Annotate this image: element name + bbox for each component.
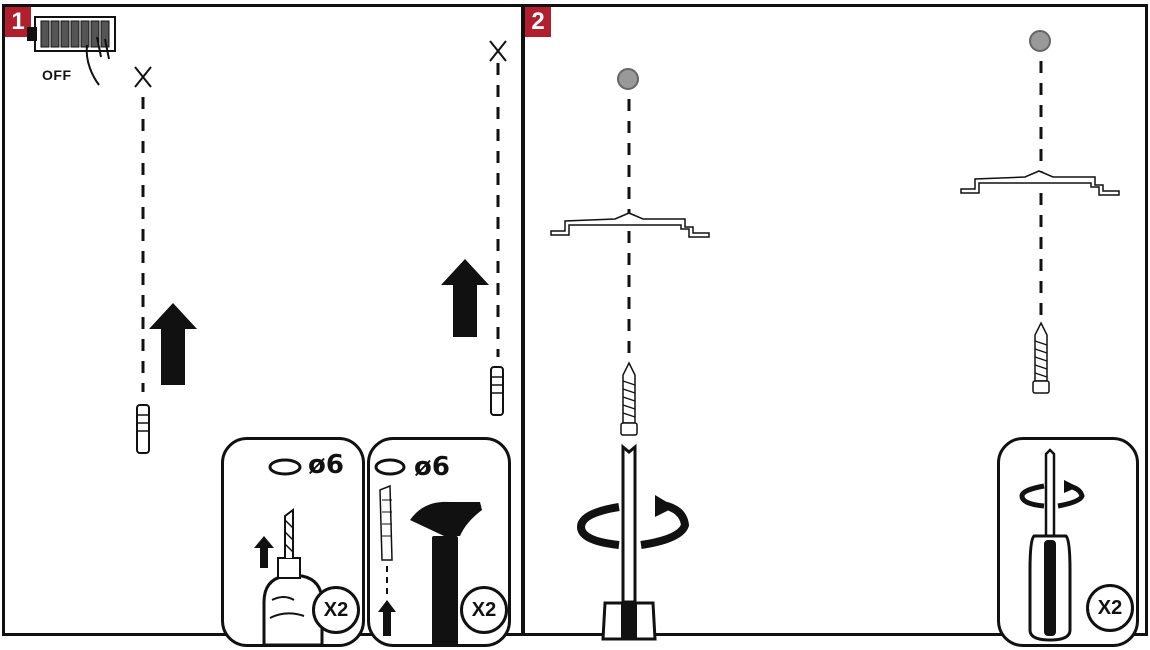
screwdriver-small-icon [1044, 448, 1056, 538]
screwdriver-large-icon [601, 443, 657, 641]
drill-tool-box: ø6 X2 [221, 437, 365, 647]
drill-point-mark-right [489, 40, 507, 62]
circuit-breaker-icon [27, 16, 116, 86]
screw-right-icon [1032, 321, 1050, 394]
hole-diameter-icon [268, 458, 302, 476]
wall-plug-icon [379, 484, 393, 561]
drill-quantity-badge: X2 [312, 586, 360, 634]
drill-illustration [254, 458, 324, 647]
step-2-illustration [550, 30, 1120, 641]
wall-plug-left-icon [136, 404, 150, 454]
step-2-panel: 2 [522, 4, 1148, 647]
screwdriver-illustration [1019, 448, 1085, 642]
screwdriver-tool-box: X2 [997, 437, 1139, 647]
step-1-illustration [27, 16, 507, 454]
rotate-arrow-small-icon [1019, 480, 1085, 509]
up-arrow-plug-icon [378, 600, 396, 636]
plug-diameter-icon [374, 458, 406, 476]
up-arrow-left-icon [149, 303, 197, 385]
drill-point-mark-left [134, 66, 152, 88]
plug-quantity-badge: X2 [460, 586, 508, 634]
screw-left-icon [620, 361, 638, 436]
mounting-bracket-left-icon [550, 212, 710, 238]
plug-diameter-label: ø6 [414, 452, 450, 482]
step-2-number-badge: 2 [525, 7, 551, 37]
wall-plug-head-right-icon [1029, 30, 1051, 52]
plug-hammer-tool-box: ø6 X2 [367, 437, 511, 647]
wall-plug-head-left-icon [617, 68, 639, 90]
step-1-panel: 1 [2, 4, 524, 647]
drill-diameter-label: ø6 [308, 450, 344, 480]
screwdriver-quantity-badge: X2 [1086, 584, 1134, 632]
up-arrow-small-icon [254, 536, 274, 568]
hammer-illustration [374, 458, 482, 646]
up-arrow-right-icon [441, 259, 489, 337]
mounting-bracket-right-icon [960, 170, 1120, 196]
wall-plug-right-icon [490, 366, 504, 416]
power-off-label: OFF [42, 67, 72, 83]
step-1-number-badge: 1 [5, 7, 31, 37]
hammer-icon [410, 501, 482, 646]
rotate-arrow-large-icon [576, 495, 690, 549]
